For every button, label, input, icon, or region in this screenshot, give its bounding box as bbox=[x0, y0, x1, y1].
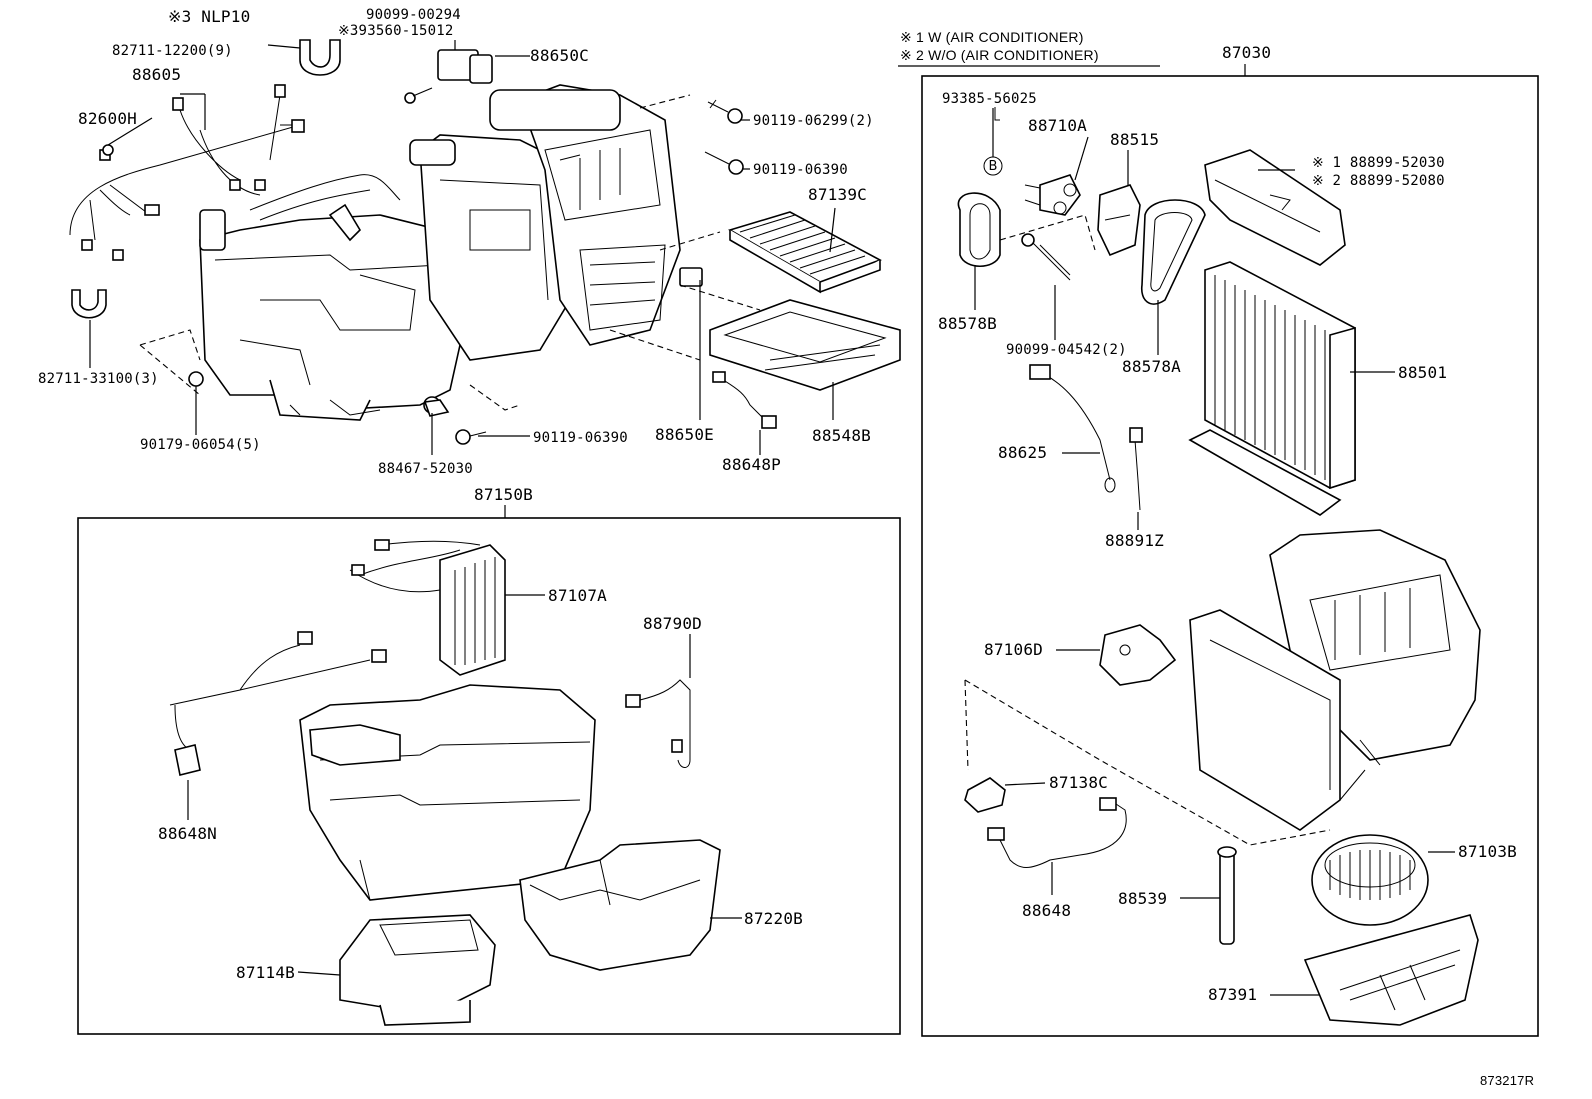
terminal-82711-12200 bbox=[299, 39, 341, 76]
thermistor-88515 bbox=[1097, 184, 1141, 257]
wire-harness-88648N bbox=[169, 631, 387, 776]
sub-assembly-frame-87030 bbox=[921, 75, 1539, 1037]
label-88648: 88648 bbox=[1022, 901, 1072, 920]
label-87114B: 87114B bbox=[236, 963, 295, 982]
label-88605: 88605 bbox=[132, 65, 182, 84]
screw-icon bbox=[1021, 233, 1071, 281]
duct-87220B bbox=[519, 839, 721, 971]
label-88891Z: 88891Z bbox=[1105, 531, 1164, 550]
label-82711-33100: 82711-33100(3) bbox=[38, 371, 159, 387]
label-87107A: 87107A bbox=[548, 586, 607, 605]
label-87106D: 87106D bbox=[984, 640, 1043, 659]
label-88539: 88539 bbox=[1118, 889, 1168, 908]
duct-87114B bbox=[339, 914, 496, 1026]
heater-core-87107A bbox=[349, 539, 506, 676]
label-90179-06054: 90179-06054(5) bbox=[140, 437, 261, 453]
connector-88650E bbox=[679, 267, 703, 287]
filter-case-88548B bbox=[709, 299, 901, 391]
label-88625: 88625 bbox=[998, 443, 1048, 462]
leader-lines bbox=[89, 40, 1455, 996]
label-88648P: 88648P bbox=[722, 455, 781, 474]
wire-harness-88648 bbox=[987, 797, 1127, 868]
label-87391: 87391 bbox=[1208, 985, 1258, 1004]
blower-case-87030 bbox=[1189, 529, 1481, 831]
label-82600H: 82600H bbox=[78, 109, 137, 128]
filter-87139C bbox=[727, 211, 882, 294]
heater-unit-assembly bbox=[199, 84, 681, 421]
label-88899-52080: ※ 2 88899-52080 bbox=[1312, 173, 1445, 189]
evaporator-cover bbox=[1204, 149, 1346, 266]
label-90099-04542: 90099-04542(2) bbox=[1006, 342, 1127, 358]
note-w-air-conditioner: ※ 1 W (AIR CONDITIONER) bbox=[900, 29, 1084, 45]
label-87150B: 87150B bbox=[474, 485, 533, 504]
label-88467-52030: 88467-52030 bbox=[378, 461, 473, 477]
label-88578B: 88578B bbox=[938, 314, 997, 333]
label-88515: 88515 bbox=[1110, 130, 1160, 149]
label-88578A: 88578A bbox=[1122, 357, 1181, 376]
label-87103B: 87103B bbox=[1458, 842, 1517, 861]
label-88548B: 88548B bbox=[812, 426, 871, 445]
label-90119-06390-b: 90119-06390 bbox=[533, 430, 628, 446]
label-82711-12200: 82711-12200(9) bbox=[112, 43, 233, 59]
sub-assembly-frame-87150B bbox=[77, 517, 901, 1035]
sensor-88790D bbox=[625, 679, 691, 768]
terminal-82711-33100 bbox=[71, 289, 107, 319]
label-88790D: 88790D bbox=[643, 614, 702, 633]
valve-88710A bbox=[1024, 174, 1081, 216]
sensor-88891Z bbox=[1134, 439, 1141, 511]
circle-b-icon: B bbox=[989, 159, 998, 174]
evaporator-88501 bbox=[1188, 261, 1356, 516]
label-88501: 88501 bbox=[1398, 363, 1448, 382]
label-nlp10: ※3 NLP10 bbox=[168, 7, 251, 26]
lower-case-87391 bbox=[1303, 914, 1479, 1026]
label-87138C: 87138C bbox=[1049, 773, 1108, 792]
blower-motor-87103B bbox=[1311, 834, 1429, 926]
label-90119-06390-a: 90119-06390 bbox=[753, 162, 848, 178]
label-87030: 87030 bbox=[1222, 43, 1272, 62]
wire-harness-88605 bbox=[69, 84, 305, 261]
servo-motor-87106D bbox=[1099, 624, 1177, 686]
label-90119-06299: 90119-06299(2) bbox=[753, 113, 874, 129]
label-87139C: 87139C bbox=[808, 185, 867, 204]
label-90099-00294: 90099-00294 bbox=[366, 7, 461, 23]
drain-hose-88539 bbox=[1219, 851, 1235, 945]
label-87220B: 87220B bbox=[744, 909, 803, 928]
note-wo-air-conditioner: ※ 2 W/O (AIR CONDITIONER) bbox=[900, 47, 1099, 63]
sensor-88625 bbox=[1029, 364, 1116, 493]
label-88650C: 88650C bbox=[530, 46, 589, 65]
diagram-reference-number: 873217R bbox=[1480, 1073, 1535, 1088]
label-88899-52030: ※ 1 88899-52030 bbox=[1312, 155, 1445, 171]
label-93560-15012: ※393560-15012 bbox=[338, 23, 454, 39]
label-88648N: 88648N bbox=[158, 824, 217, 843]
label-88710A: 88710A bbox=[1028, 116, 1087, 135]
grommet-88467-52030 bbox=[423, 399, 450, 417]
label-93385-56025: 93385-56025 bbox=[942, 91, 1037, 107]
label-88650E: 88650E bbox=[655, 425, 714, 444]
resistor-87138C bbox=[964, 777, 1006, 813]
heater-case-87150B bbox=[299, 684, 596, 901]
